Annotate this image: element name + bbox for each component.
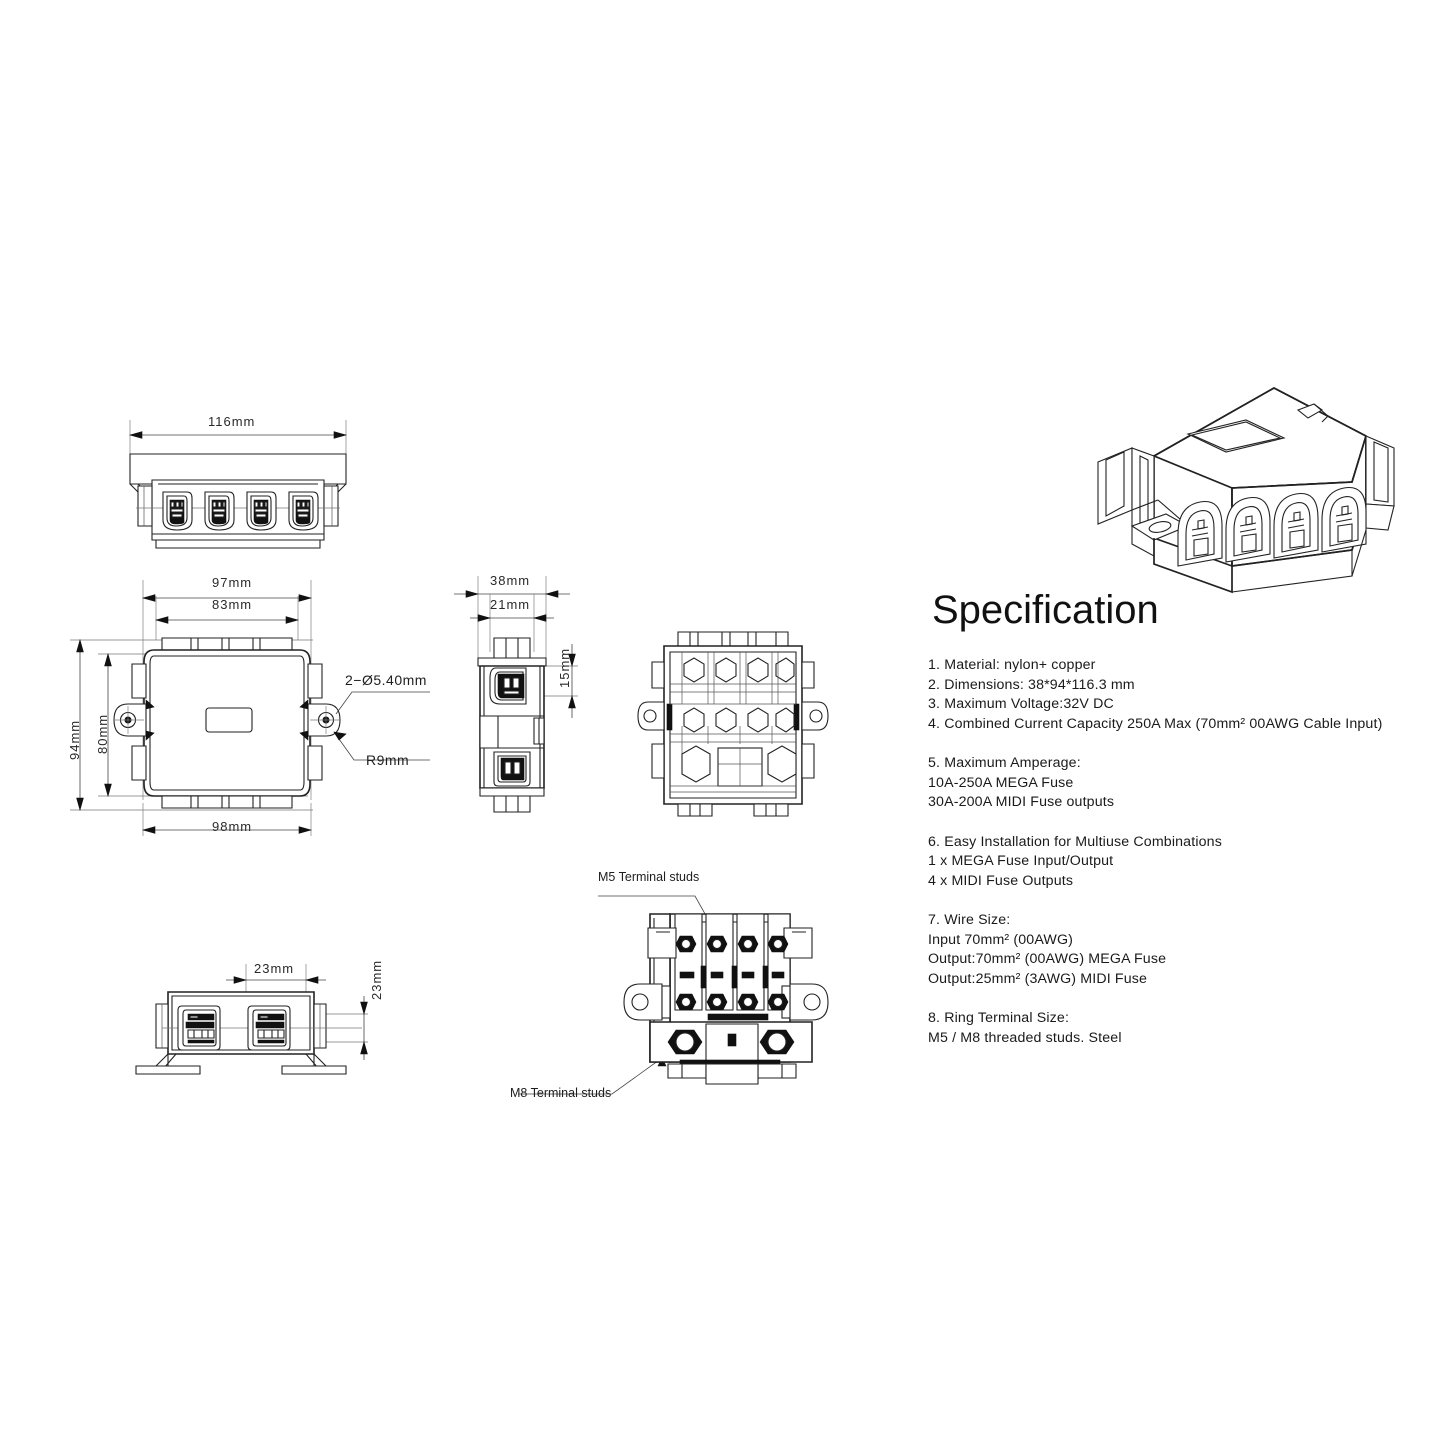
spec-line-wire-output-mega: Output:70mm² (00AWG) MEGA Fuse xyxy=(928,951,1167,967)
mounting-lug-left xyxy=(113,699,155,741)
top-view xyxy=(108,408,368,558)
specification-block: Specification 1. Material: nylon+ copper… xyxy=(928,590,1443,1068)
hex-row-2 xyxy=(683,707,795,733)
side-socket-upper xyxy=(489,667,527,705)
leader-corner-radius xyxy=(333,731,430,761)
dimension-label-21mm: 21mm xyxy=(490,597,531,612)
spec-group-2: 5. Maximum Amperage: 10A-250A MEGA Fuse … xyxy=(928,754,1443,813)
iso-fuse-slots xyxy=(1177,486,1367,567)
m5-studs-upper xyxy=(675,935,789,953)
midi-fuse-sockets xyxy=(162,491,319,531)
spec-line-midi-fuse-range: 30A-200A MIDI Fuse outputs xyxy=(928,794,1115,810)
spec-line-dimensions: 2. Dimensions: 38*94*116.3 mm xyxy=(928,676,1135,693)
dimension-38mm xyxy=(454,576,570,662)
rear-view xyxy=(637,618,829,828)
leader-hole-diameter xyxy=(335,691,430,715)
specification-title: Specification xyxy=(932,588,1159,632)
spec-line-mega-fuse-range: 10A-250A MEGA Fuse xyxy=(928,774,1074,791)
mounting-lug-right xyxy=(299,699,341,741)
dimension-label-80mm: 80mm xyxy=(95,713,110,754)
dimension-23mm-h xyxy=(226,964,326,1054)
spec-group-4: 7. Wire Size: Input 70mm² (00AWG) Output… xyxy=(928,911,1443,989)
dimension-label-38mm: 38mm xyxy=(490,573,531,588)
dimension-label-83mm: 83mm xyxy=(212,597,253,612)
callout-hole-diameter: 2−Ø5.40mm xyxy=(345,672,427,688)
spec-group-3: 6. Easy Installation for Multiuse Combin… xyxy=(928,833,1443,892)
dimension-label-23mm-vertical: 23mm xyxy=(369,959,384,1000)
dimension-label-94mm: 94mm xyxy=(67,719,82,760)
dimension-15mm xyxy=(544,644,578,718)
label-m8-terminal-studs: M8 Terminal studs xyxy=(510,1086,612,1100)
dimension-21mm xyxy=(470,594,554,652)
isometric-view xyxy=(1036,378,1436,603)
m5-studs-lower xyxy=(675,993,789,1011)
spec-line-material: 1. Material: nylon+ copper xyxy=(928,657,1096,673)
callout-corner-radius: R9mm xyxy=(366,752,410,768)
dimension-label-98mm: 98mm xyxy=(212,819,253,834)
dimension-83mm xyxy=(154,596,300,640)
spec-line-installation-heading: 6. Easy Installation for Multiuse Combin… xyxy=(928,833,1222,850)
side-view xyxy=(446,566,626,836)
mega-socket-1 xyxy=(177,1005,221,1051)
hex-row-1 xyxy=(683,657,795,683)
front-view xyxy=(58,568,448,843)
spec-line-current-capacity: 4. Combined Current Capacity 250A Max (7… xyxy=(928,715,1383,732)
hex-row-3 xyxy=(681,745,797,787)
dimension-98mm xyxy=(141,803,313,836)
spec-group-1: 1. Material: nylon+ copper 2. Dimensions… xyxy=(928,656,1443,734)
dimension-label-15mm: 15mm xyxy=(557,647,572,688)
bottom-view xyxy=(490,862,850,1102)
side-socket-lower xyxy=(493,751,531,787)
spec-line-amperage-heading: 5. Maximum Amperage: xyxy=(928,755,1081,771)
spec-line-wire-input: Input 70mm² (00AWG) xyxy=(928,931,1074,948)
fuse-rating-marks xyxy=(679,965,785,989)
spec-line-wire-size-heading: 7. Wire Size: xyxy=(928,912,1011,928)
spec-line-midi-outputs: 4 x MIDI Fuse Outputs xyxy=(928,872,1074,889)
spec-line-ring-terminal-studs: M5 / M8 threaded studs. Steel xyxy=(928,1029,1122,1046)
dimension-label-116mm: 116mm xyxy=(208,414,256,429)
spec-line-mega-io: 1 x MEGA Fuse Input/Output xyxy=(928,853,1114,869)
label-m5-terminal-studs: M5 Terminal studs xyxy=(598,870,700,884)
dimension-116mm xyxy=(128,420,348,460)
mega-socket-2 xyxy=(247,1005,291,1051)
dimension-23mm-v xyxy=(300,996,368,1060)
dimension-label-97mm: 97mm xyxy=(212,575,253,590)
spec-line-ring-terminal-heading: 8. Ring Terminal Size: xyxy=(928,1010,1070,1026)
spec-line-voltage: 3. Maximum Voltage:32V DC xyxy=(928,696,1114,712)
mega-fuse-side-view xyxy=(110,958,380,1083)
dimension-label-23mm-horizontal: 23mm xyxy=(254,961,295,976)
spec-group-5: 8. Ring Terminal Size: M5 / M8 threaded … xyxy=(928,1009,1443,1048)
m8-studs xyxy=(667,1029,795,1055)
spec-line-wire-output-midi: Output:25mm² (3AWG) MIDI Fuse xyxy=(928,970,1148,987)
